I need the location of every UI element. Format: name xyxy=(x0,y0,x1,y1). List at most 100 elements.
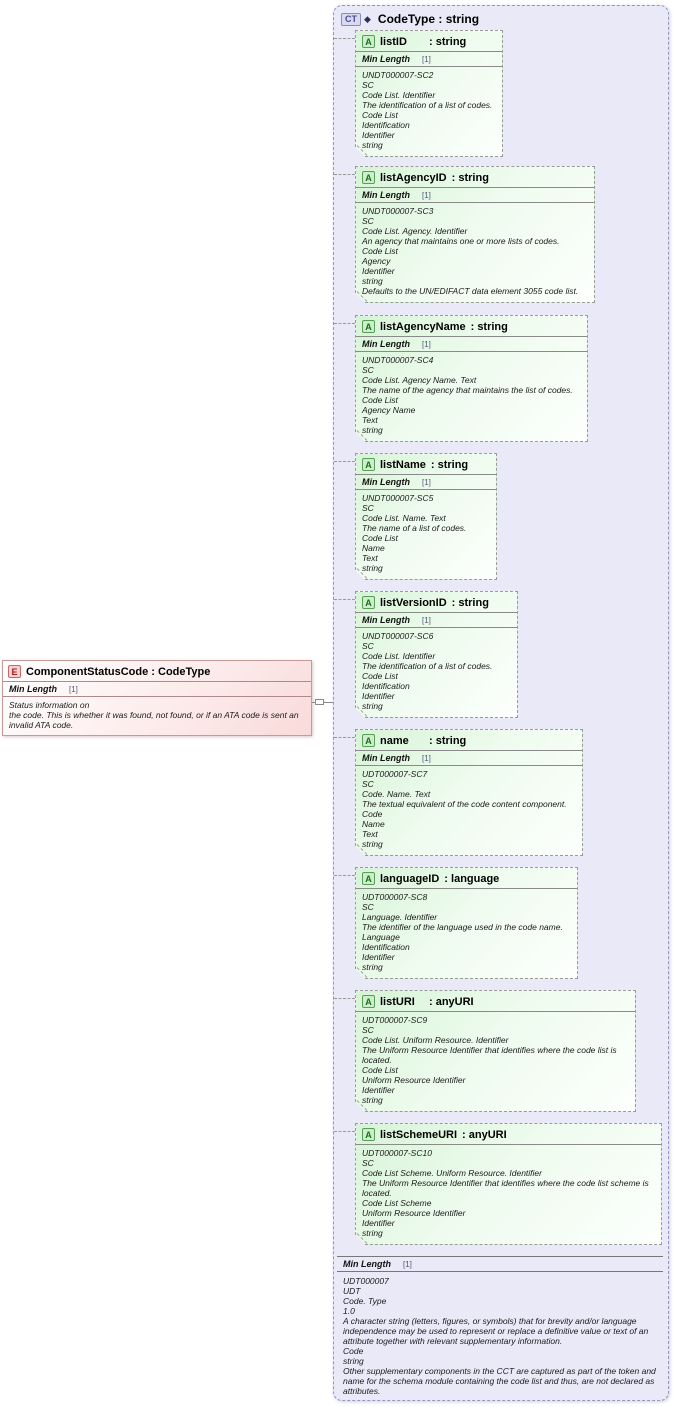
attribute-type: : string xyxy=(429,35,467,48)
attribute-type: : language xyxy=(444,872,500,885)
complextype-box-codetype: CT ◆ CodeType : string A listID : string… xyxy=(333,5,669,1401)
attribute-header: A listAgencyName : string xyxy=(356,316,587,337)
facet-value: [1] xyxy=(403,1260,412,1269)
attribute-icon: A xyxy=(362,458,375,471)
attribute-header: A listSchemeURI : anyURI xyxy=(356,1124,661,1145)
attribute-box-listname[interactable]: A listName : string Min Length [1] UNDT0… xyxy=(355,453,497,580)
attribute-annotation: UDT000007-SC7 SC Code. Name. Text The te… xyxy=(362,769,567,849)
attribute-box-languageid[interactable]: A languageID : language UDT000007-SC8 SC… xyxy=(355,867,578,979)
attribute-icon: A xyxy=(362,1128,375,1141)
facet-value: [1] xyxy=(422,616,431,625)
attribute-box-listagencyname[interactable]: A listAgencyName : string Min Length [1]… xyxy=(355,315,588,442)
facet-value: [1] xyxy=(422,478,431,487)
attribute-annotation: UNDT000007-SC5 SC Code List. Name. Text … xyxy=(362,493,467,573)
facet-row: Min Length [1] xyxy=(356,337,587,352)
attribute-name: listAgencyName xyxy=(380,320,466,333)
attribute-icon: A xyxy=(362,596,375,609)
attribute-box-listversionid[interactable]: A listVersionID : string Min Length [1] … xyxy=(355,591,518,718)
attribute-box-name[interactable]: A name : string Min Length [1] UDT000007… xyxy=(355,729,583,856)
connector-square xyxy=(315,699,324,705)
element-box-componentstatuscode[interactable]: E ComponentStatusCode : CodeType Min Len… xyxy=(2,660,312,736)
attribute-connector xyxy=(334,38,355,39)
facet-row: Min Length [1] xyxy=(337,1256,663,1272)
attribute-connector xyxy=(334,461,355,462)
attribute-type: : string xyxy=(430,458,469,471)
attribute-annotation: UDT000007-SC10 SC Code List Scheme. Unif… xyxy=(362,1148,649,1238)
attribute-box-listagencyid[interactable]: A listAgencyID : string Min Length [1] U… xyxy=(355,166,595,303)
complextype-icon: CT xyxy=(341,12,361,26)
complextype-header[interactable]: CT ◆ CodeType : string xyxy=(334,6,668,29)
element-annotation: Status information on the code. This is … xyxy=(9,700,299,730)
attribute-type: : string xyxy=(429,734,467,747)
attribute-icon: A xyxy=(362,320,375,333)
attribute-annotation: UNDT000007-SC3 SC Code List. Agency. Ide… xyxy=(362,206,579,296)
attribute-annotation: UNDT000007-SC6 SC Code List. Identifier … xyxy=(362,631,493,711)
facet-label: Min Length xyxy=(362,54,410,64)
attribute-header: A listURI : anyURI xyxy=(356,991,635,1012)
attribute-annotation: UDT000007-SC9 SC Code List. Uniform Reso… xyxy=(362,1015,617,1105)
attribute-connector xyxy=(334,174,355,175)
attribute-connector xyxy=(334,1131,355,1132)
facet-row: Min Length [1] xyxy=(356,475,496,490)
facet-label: Min Length xyxy=(362,339,410,349)
facet-row: Min Length [1] xyxy=(356,188,594,203)
attribute-header: A listName : string xyxy=(356,454,496,475)
facet-value: [1] xyxy=(422,55,431,64)
facet-row: Min Length [1] xyxy=(356,52,502,67)
codetype-footer: Min Length [1] UDT000007 UDT Code. Type … xyxy=(337,1256,663,1398)
complextype-title: CodeType : string xyxy=(377,12,480,26)
attribute-type: : string xyxy=(470,320,508,333)
element-header: E ComponentStatusCode : CodeType xyxy=(3,661,311,682)
facet-row: Min Length [1] xyxy=(356,751,582,766)
attribute-name: listURI xyxy=(380,995,415,1008)
attribute-name: name xyxy=(380,734,409,747)
diamond-icon: ◆ xyxy=(364,13,371,24)
attribute-name: languageID xyxy=(380,872,440,885)
attribute-name: listAgencyID xyxy=(380,171,447,184)
attribute-header: A listID : string xyxy=(356,31,502,52)
facet-row: Min Length [1] xyxy=(3,682,311,697)
facet-label: Min Length xyxy=(343,1259,391,1269)
facet-value: [1] xyxy=(422,191,431,200)
element-icon: E xyxy=(8,665,21,678)
facet-label: Min Length xyxy=(362,615,410,625)
attribute-icon: A xyxy=(362,872,375,885)
attribute-name: listSchemeURI xyxy=(380,1128,458,1141)
codetype-annotation: UDT000007 UDT Code. Type 1.0 A character… xyxy=(343,1276,656,1396)
attribute-box-listschemeuri[interactable]: A listSchemeURI : anyURI UDT000007-SC10 … xyxy=(355,1123,662,1245)
attribute-icon: A xyxy=(362,734,375,747)
attribute-annotation: UNDT000007-SC4 SC Code List. Agency Name… xyxy=(362,355,573,435)
attribute-connector xyxy=(334,998,355,999)
attribute-annotation: UNDT000007-SC2 SC Code List. Identifier … xyxy=(362,70,493,150)
attribute-header: A languageID : language xyxy=(356,868,577,889)
attribute-type: : anyURI xyxy=(429,995,474,1008)
attribute-name: listID xyxy=(380,35,407,48)
facet-label: Min Length xyxy=(9,684,57,694)
facet-row: Min Length [1] xyxy=(356,613,517,628)
attribute-name: listName xyxy=(380,458,426,471)
attribute-type: : string xyxy=(451,596,489,609)
facet-value: [1] xyxy=(69,685,78,694)
attribute-connector xyxy=(334,737,355,738)
attribute-box-listid[interactable]: A listID : string Min Length [1] UNDT000… xyxy=(355,30,503,157)
attribute-connector xyxy=(334,875,355,876)
facet-label: Min Length xyxy=(362,477,410,487)
facet-label: Min Length xyxy=(362,190,410,200)
attribute-header: A name : string xyxy=(356,730,582,751)
facet-value: [1] xyxy=(422,754,431,763)
attribute-header: A listAgencyID : string xyxy=(356,167,594,188)
attribute-type: : string xyxy=(451,171,489,184)
attribute-icon: A xyxy=(362,35,375,48)
attribute-connector xyxy=(334,599,355,600)
attribute-type: : anyURI xyxy=(462,1128,507,1141)
attribute-annotation: UDT000007-SC8 SC Language. Identifier Th… xyxy=(362,892,563,972)
facet-label: Min Length xyxy=(362,753,410,763)
attribute-name: listVersionID xyxy=(380,596,447,609)
attribute-box-listuri[interactable]: A listURI : anyURI UDT000007-SC9 SC Code… xyxy=(355,990,636,1112)
element-title: ComponentStatusCode : CodeType xyxy=(26,665,211,678)
facet-value: [1] xyxy=(422,340,431,349)
attribute-header: A listVersionID : string xyxy=(356,592,517,613)
attribute-icon: A xyxy=(362,995,375,1008)
attribute-connector xyxy=(334,323,355,324)
